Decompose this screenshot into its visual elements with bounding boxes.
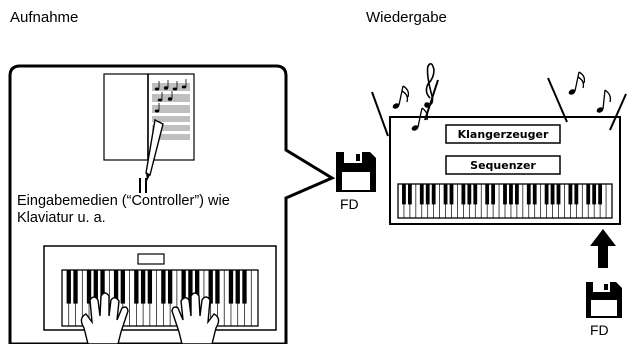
floppy-disk-icon [586,282,622,318]
tone-generator-label: Klangerzeuger [458,128,549,141]
music-note-icon [392,85,410,109]
right-hand-icon [171,292,220,344]
black-key [167,270,173,304]
black-key [461,184,466,205]
black-key [181,270,186,304]
black-key [592,184,597,205]
synth-keyboard [389,116,621,225]
black-key [467,184,472,205]
black-key [161,270,166,304]
black-key [598,184,603,205]
black-key [532,184,537,205]
black-key [73,270,78,304]
black-key [195,270,200,304]
controller-keyboard [43,245,277,331]
black-key [568,184,573,205]
controller-caption: Eingabemedien (“Controller”) wie Klaviat… [17,193,230,226]
black-key [188,270,193,304]
black-key [235,270,240,304]
black-key [556,184,561,205]
black-key [526,184,531,205]
black-key [93,270,98,304]
black-key [550,184,555,205]
treble-clef-icon [424,62,435,108]
black-key [120,270,125,304]
black-key [419,184,424,205]
left-hand-icon [80,292,129,344]
fd-label-recording: FD [340,196,359,212]
fd-label-playback: FD [590,322,609,338]
black-key [485,184,490,205]
black-key [431,184,436,205]
black-key [503,184,507,205]
black-key [208,270,213,304]
black-key [514,184,519,205]
music-note-icon [411,107,429,131]
black-key [586,184,591,205]
black-key [242,270,247,304]
music-note-icon [568,71,586,95]
recording-panel [8,64,336,344]
black-key [215,270,220,304]
black-key [544,184,549,205]
black-key [134,270,139,304]
black-key [402,184,406,205]
black-key [449,184,454,205]
sound-line-right-outer [609,93,627,131]
black-key [473,184,478,205]
sequencer-label: Sequenzer [470,159,536,172]
black-key [86,270,92,304]
black-key [147,270,153,304]
sound-line-left-outer [371,91,389,137]
black-key [113,270,119,304]
arrow-up-icon [590,229,616,268]
recording-heading: Aufnahme [10,9,79,26]
black-key [228,270,234,304]
black-key [491,184,496,205]
score-book-icon [103,73,195,161]
sound-line-right-inner [547,77,568,123]
black-key [407,184,412,205]
black-key [574,184,579,205]
black-key [140,270,146,304]
black-key [66,270,71,304]
black-key [509,184,513,205]
floppy-disk-icon [336,152,376,192]
playback-heading: Wiedergabe [366,9,447,26]
black-key [425,184,430,205]
black-key [100,270,105,304]
black-key [443,184,448,205]
music-note-icon [596,89,612,113]
